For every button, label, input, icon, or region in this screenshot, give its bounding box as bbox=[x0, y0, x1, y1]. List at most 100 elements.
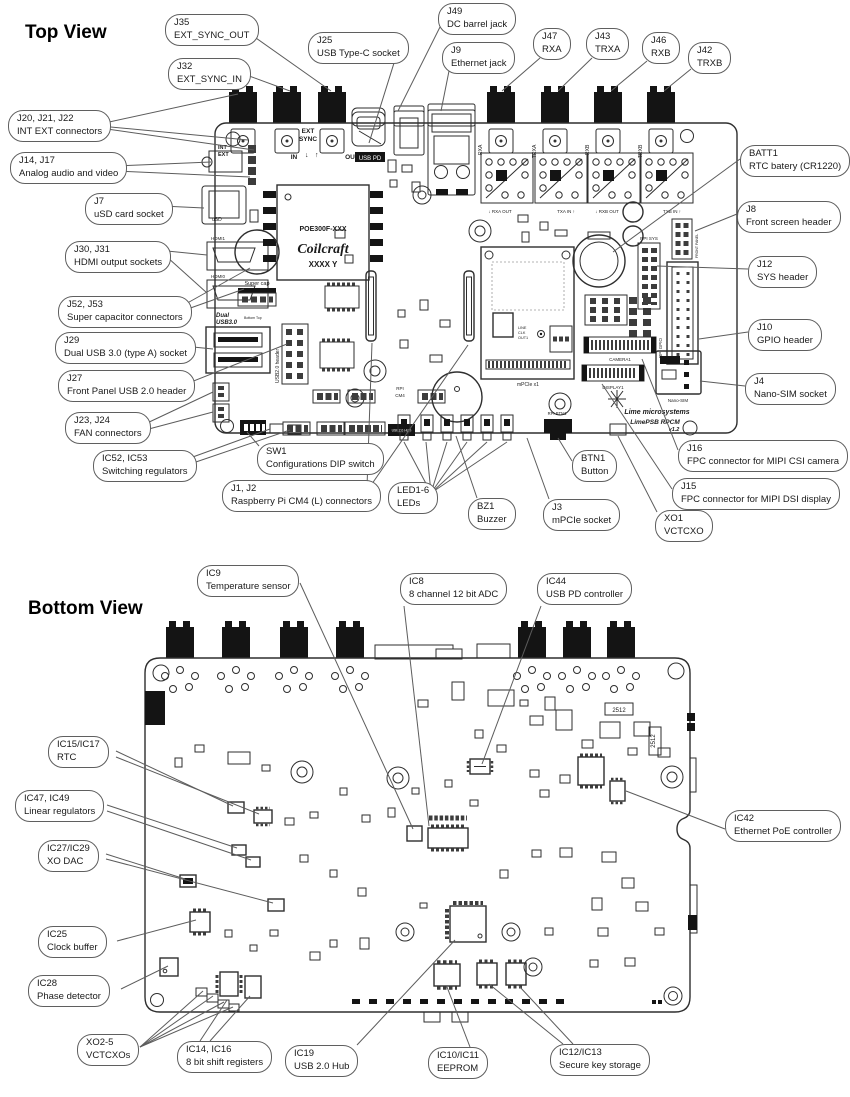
callout-ref: J12 bbox=[757, 259, 773, 270]
callout-desc: DC barrel jack bbox=[447, 18, 508, 30]
leader-line-j20-j21-j22-int-ext bbox=[99, 127, 255, 151]
callout-ref: IC52, IC53 bbox=[102, 453, 148, 464]
callout-desc: Button bbox=[581, 465, 609, 477]
leader-line-xo2-5-vctcxos bbox=[139, 1001, 225, 1048]
leader-line-ic27-ic29-xo-dac bbox=[105, 853, 186, 880]
svg-text:CM4: CM4 bbox=[395, 393, 405, 398]
svg-text:mPCIe x1: mPCIe x1 bbox=[517, 382, 539, 388]
callout-desc: RXA bbox=[542, 43, 562, 55]
svg-text:RPI SYS: RPI SYS bbox=[640, 236, 658, 241]
leader-line-j49-dc-barrel bbox=[397, 26, 441, 112]
leader-line-j47-rxa bbox=[501, 57, 541, 92]
callout-desc: GPIO header bbox=[757, 334, 813, 346]
leader-line-ic12-ic13-secure bbox=[488, 983, 564, 1045]
callout-desc: VCTCXO bbox=[664, 525, 704, 537]
svg-text:TXB IN ↑: TXB IN ↑ bbox=[663, 209, 681, 214]
leader-line-ic27-ic29-xo-dac bbox=[105, 858, 274, 904]
callout-ref: J52, J53 bbox=[67, 299, 103, 310]
leader-line-ic19-usb-hub bbox=[356, 939, 456, 1046]
callout-desc: EXT_SYNC_IN bbox=[177, 73, 242, 85]
callout-desc: Clock buffer bbox=[47, 941, 98, 953]
svg-text:Dual: Dual bbox=[216, 313, 229, 319]
svg-text:TRXA: TRXA bbox=[532, 144, 538, 158]
leader-line-j16-csi bbox=[641, 358, 679, 451]
callout-desc: Analog audio and video bbox=[19, 167, 119, 179]
callout-desc: RTC bbox=[57, 751, 77, 763]
leader-line-ic25-clock-buffer bbox=[116, 919, 197, 942]
callout-desc: Dual USB 3.0 (type A) socket bbox=[64, 347, 188, 359]
callout-ref: J46 bbox=[651, 35, 667, 46]
leader-line-xo2-5-vctcxos bbox=[139, 995, 214, 1048]
callout-desc: USB PD controller bbox=[546, 588, 624, 600]
callout-desc: EEPROM bbox=[437, 1062, 479, 1074]
callout-ref: IC9 bbox=[206, 568, 221, 579]
callout-desc: Nano-SIM socket bbox=[754, 388, 827, 400]
leader-line-batt1-rtc bbox=[612, 158, 741, 253]
svg-text:HDMI1: HDMI1 bbox=[211, 236, 225, 241]
svg-text:Coilcraft: Coilcraft bbox=[297, 242, 349, 257]
callout-desc: FPC connector for MIPI DSI display bbox=[681, 493, 831, 505]
svg-text:USB PD: USB PD bbox=[359, 156, 382, 162]
callout-ref: J1, J2 bbox=[231, 483, 257, 494]
callout-desc: Switching regulators bbox=[102, 465, 188, 477]
leader-line-led1-6 bbox=[430, 441, 488, 494]
callout-ref: J25 bbox=[317, 35, 333, 46]
callout-ref: IC19 bbox=[294, 1048, 315, 1059]
callout-ref: J35 bbox=[174, 17, 190, 28]
svg-text:DISPLAY1: DISPLAY1 bbox=[602, 385, 624, 390]
leader-line-j14-j17-analog bbox=[115, 170, 251, 178]
top-view-title: Top View bbox=[25, 22, 107, 43]
svg-text:OUT: OUT bbox=[345, 154, 359, 161]
callout-desc: TRXA bbox=[595, 43, 621, 55]
leader-line-ic14-ic16-shift bbox=[209, 995, 251, 1042]
callout-desc: Buzzer bbox=[477, 513, 507, 525]
callout-ref: J10 bbox=[757, 322, 773, 333]
leader-line-j35-ext-sync-out bbox=[245, 30, 332, 92]
svg-text:Nano-SIM: Nano-SIM bbox=[668, 398, 689, 403]
leader-line-j15-dsi bbox=[601, 383, 673, 490]
callout-ref: IC25 bbox=[47, 929, 68, 940]
svg-text:RPI GPIO: RPI GPIO bbox=[658, 337, 663, 358]
callout-desc: USB 2.0 Hub bbox=[294, 1060, 350, 1072]
callout-ref: J49 bbox=[447, 6, 463, 17]
svg-text:RXA: RXA bbox=[478, 144, 484, 155]
callout-ref: XO2-5 bbox=[86, 1037, 114, 1048]
callout-ref: J20, J21, J22 bbox=[17, 113, 74, 124]
leader-line-ic15-ic17-rtc bbox=[115, 756, 260, 815]
callout-desc: 8 channel 12 bit ADC bbox=[409, 588, 499, 600]
leader-line-ic12-ic13-secure bbox=[518, 985, 574, 1045]
callout-desc: FPC connector for MIPI CSI camera bbox=[687, 455, 840, 467]
leader-line-j30-j31-hdmi bbox=[166, 256, 208, 294]
leader-line-ic52-ic53-switching bbox=[189, 429, 291, 465]
callout-ref: J42 bbox=[697, 45, 713, 56]
leader-line-ic47-ic49-linear bbox=[106, 804, 238, 849]
leader-line-j30-j31-hdmi bbox=[166, 250, 208, 256]
leader-line-j46-rxb bbox=[610, 60, 648, 92]
callout-ref: J9 bbox=[451, 45, 462, 56]
leader-line-ic52-ic53-switching bbox=[189, 428, 271, 459]
callout-ref: J43 bbox=[595, 31, 611, 42]
svg-text:INT: INT bbox=[218, 145, 228, 151]
callout-ref: BZ1 bbox=[477, 501, 495, 512]
callout-desc: uSD card socket bbox=[94, 208, 164, 220]
